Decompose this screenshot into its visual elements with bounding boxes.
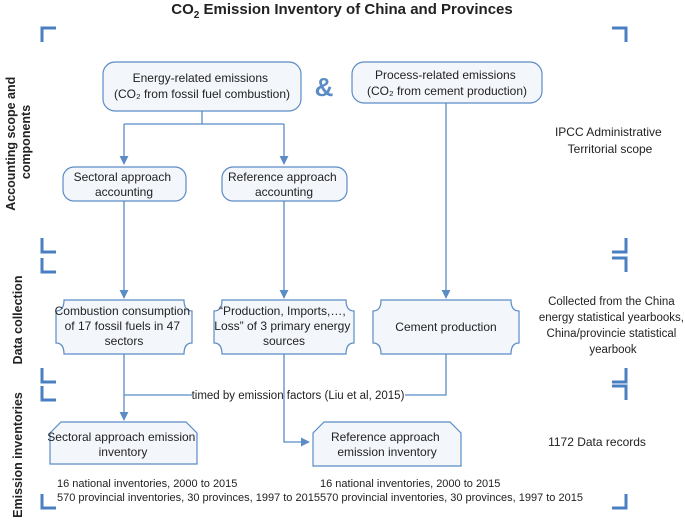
bracket-left-mid-1 (40, 238, 56, 274)
emission-factor-label: timed by emission factors (Liu et al, 20… (192, 390, 405, 402)
data-source-note: Collected from the China energy statisti… (539, 296, 685, 356)
reference-inventory-counts: 16 national inventories, 2000 to 2015 57… (320, 478, 583, 504)
bracket-left-bottom (40, 494, 56, 510)
section-label-scope: Accounting scope and components (4, 73, 33, 211)
sectoral-approach-box (62, 166, 187, 202)
bracket-right-bottom (612, 494, 628, 510)
energy-emissions-box (102, 61, 302, 112)
ampersand-symbol: & (315, 72, 334, 102)
data-records-note: 1172 Data records (548, 435, 646, 449)
scope-note: IPCC Administrative Territorial scope (555, 125, 665, 156)
sectoral-inventory-counts: 16 national inventories, 2000 to 2015 57… (57, 478, 320, 504)
connectors (119, 103, 451, 447)
bracket-right-top (612, 26, 628, 42)
section-label-inventories: Emission inventories (11, 392, 25, 518)
production-imports-box (213, 299, 355, 355)
section-label-data: Data collection (11, 276, 25, 365)
bracket-left-top (40, 26, 56, 42)
combustion-consumption-box (55, 299, 193, 355)
bracket-right-mid-2 (612, 368, 628, 400)
bracket-left-mid-2 (40, 368, 56, 402)
reference-inventory-box (312, 421, 462, 467)
bracket-right-mid-1 (612, 238, 628, 272)
page-title: CO2 Emission Inventory of China and Prov… (171, 1, 512, 21)
reference-approach-box (221, 166, 348, 202)
sectoral-inventory-text: Sectoral approach emission inventory (47, 430, 198, 459)
reference-inventory-text: Reference approach emission inventory (331, 430, 443, 459)
cement-production-text: Cement production (395, 320, 496, 334)
combustion-consumption-text: Combustion consumption of 17 fossil fuel… (55, 304, 194, 348)
energy-emissions-text: Energy-related emissions (CO₂ from fossi… (114, 71, 290, 101)
process-emissions-text: Process-related emissions (CO₂ from ceme… (367, 68, 527, 98)
process-emissions-box (351, 61, 543, 104)
sectoral-inventory-box (49, 421, 198, 465)
reference-approach-text: Reference approach accounting (228, 170, 340, 199)
cement-production-box (372, 299, 520, 355)
sectoral-approach-text: Sectoral approach accounting (74, 170, 175, 199)
production-imports-text: “Production, Imports,…, Loss” of 3 prima… (214, 304, 353, 348)
